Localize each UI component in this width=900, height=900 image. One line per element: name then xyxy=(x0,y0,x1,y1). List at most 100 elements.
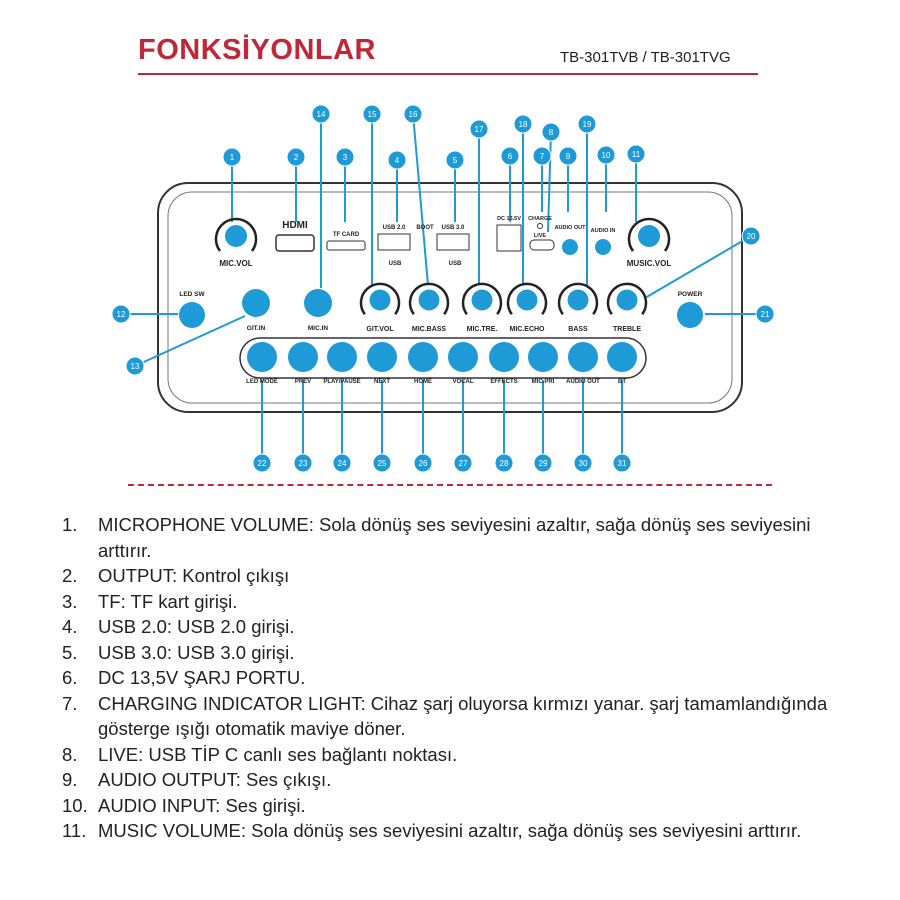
item-text: AUDIO OUTPUT: Ses çıkışı. xyxy=(98,769,332,790)
button-label: AUDIO OUT xyxy=(566,379,600,385)
button-label: HOME xyxy=(414,379,432,385)
item-number: 5. xyxy=(62,641,78,663)
item-number: 3. xyxy=(62,590,78,612)
mic-vol-label: MIC.VOL xyxy=(219,259,252,268)
knob-mic-bass xyxy=(418,289,440,311)
callout-number: 11 xyxy=(632,150,641,159)
git-in-label: GIT.IN xyxy=(247,325,266,332)
callout-5 xyxy=(445,150,465,170)
mic-in-jack xyxy=(304,289,332,317)
callout-7 xyxy=(532,146,552,166)
callout-number: 6 xyxy=(508,152,513,161)
callout-number: 9 xyxy=(566,152,571,161)
callout-number: 15 xyxy=(368,110,377,119)
callout-11 xyxy=(626,144,646,164)
item-text: USB 3.0: USB 3.0 girişi. xyxy=(98,641,295,663)
item-text: CHARGING INDICATOR LIGHT: Cihaz şarj olu… xyxy=(98,692,828,740)
callout-31 xyxy=(612,453,632,473)
hdmi-port xyxy=(275,234,315,252)
item-number: 2. xyxy=(62,565,78,586)
callout-number: 13 xyxy=(131,362,140,371)
boot-label: BOOT xyxy=(416,225,434,231)
callout-number: 8 xyxy=(549,128,554,137)
callout-15 xyxy=(362,104,382,124)
knob-git-vol-ring xyxy=(359,282,401,315)
knob-treble-ring xyxy=(606,282,648,315)
callout-22 xyxy=(252,453,272,473)
charge-indicator xyxy=(537,223,543,229)
callout-number: 10 xyxy=(602,151,611,160)
callout-6 xyxy=(500,146,520,166)
callout-number: 19 xyxy=(583,120,592,129)
knob-label: GIT.VOL xyxy=(366,326,394,333)
mic-vol-knob xyxy=(225,225,247,247)
list-item: 9. AUDIO OUTPUT: Ses çıkışı. xyxy=(62,767,862,793)
power-button xyxy=(677,302,703,328)
page-title: FONKSİYONLAR xyxy=(138,34,376,66)
button-label: PLAY/PAUSE xyxy=(323,379,360,385)
callout-23 xyxy=(293,453,313,473)
title-underline xyxy=(138,73,758,75)
usb3-port xyxy=(436,233,470,251)
list-item: 4. USB 2.0: USB 2.0 girişi. xyxy=(62,614,862,640)
button-prev xyxy=(288,342,318,372)
usb3-label: USB 3.0 xyxy=(442,225,465,231)
knob-bass xyxy=(567,289,589,311)
item-number: 9. xyxy=(62,769,78,790)
item-number: 7. xyxy=(62,692,78,714)
audio-out-jack xyxy=(562,239,578,255)
item-text: AUDIO INPUT: Ses girişi. xyxy=(98,794,306,816)
tf-card-label: TF CARD xyxy=(333,232,360,238)
knob-git-vol xyxy=(369,289,391,311)
audio-in-jack xyxy=(595,239,611,255)
item-number: 6. xyxy=(62,667,78,688)
callout-25 xyxy=(372,453,392,473)
callout-30 xyxy=(573,453,593,473)
list-item: 3.TF: TF kart girişi. xyxy=(62,589,862,615)
tf-card-slot xyxy=(326,240,366,251)
usb-logo: USB xyxy=(389,261,402,267)
callout-number: 26 xyxy=(419,459,428,468)
callout-number: 17 xyxy=(475,125,484,134)
item-number: 4. xyxy=(62,616,78,637)
callout-10 xyxy=(596,145,616,165)
led-sw-button xyxy=(179,302,205,328)
mic-in-label: MIC.IN xyxy=(308,325,329,332)
button-label: MIC.PRI xyxy=(532,379,555,385)
button-label: NEXT xyxy=(374,379,390,385)
list-item: 10.AUDIO INPUT: Ses girişi. xyxy=(62,793,862,819)
callout-24 xyxy=(332,453,352,473)
item-text: USB 2.0: USB 2.0 girişi. xyxy=(98,616,295,637)
callout-9 xyxy=(558,146,578,166)
knob-mic-echo-ring xyxy=(506,282,548,315)
knob-label: BASS xyxy=(568,326,588,333)
callout-13 xyxy=(125,356,145,376)
knob-mic-echo xyxy=(516,289,538,311)
list-item: 7. CHARGING INDICATOR LIGHT: Cihaz şarj o… xyxy=(62,691,862,742)
callout-number: 29 xyxy=(539,459,548,468)
callout-3 xyxy=(335,147,355,167)
item-text: MUSIC VOLUME: Sola dönüş ses seviyesini … xyxy=(98,820,802,841)
callout-16 xyxy=(403,104,423,124)
callout-19 xyxy=(577,114,597,134)
list-item: 2.OUTPUT: Kontrol çıkışı xyxy=(62,563,862,589)
usb2-label: USB 2.0 xyxy=(383,225,406,231)
button-label: VOCAL xyxy=(453,379,474,385)
dc-port xyxy=(496,224,522,252)
panel-inner-outline xyxy=(167,191,733,404)
knob-mic-tre- xyxy=(471,289,493,311)
button-audio-out xyxy=(568,342,598,372)
knob-treble xyxy=(616,289,638,311)
callout-number: 4 xyxy=(395,156,400,165)
callout-18 xyxy=(513,114,533,134)
led-sw-label: LED SW xyxy=(179,291,205,298)
callout-17 xyxy=(469,119,489,139)
knob-mic-bass-ring xyxy=(408,282,450,315)
leader-line-20 xyxy=(644,235,752,299)
button-home xyxy=(408,342,438,372)
callout-number: 7 xyxy=(540,152,545,161)
leader-line-13 xyxy=(134,315,246,367)
button-play-pause xyxy=(327,342,357,372)
